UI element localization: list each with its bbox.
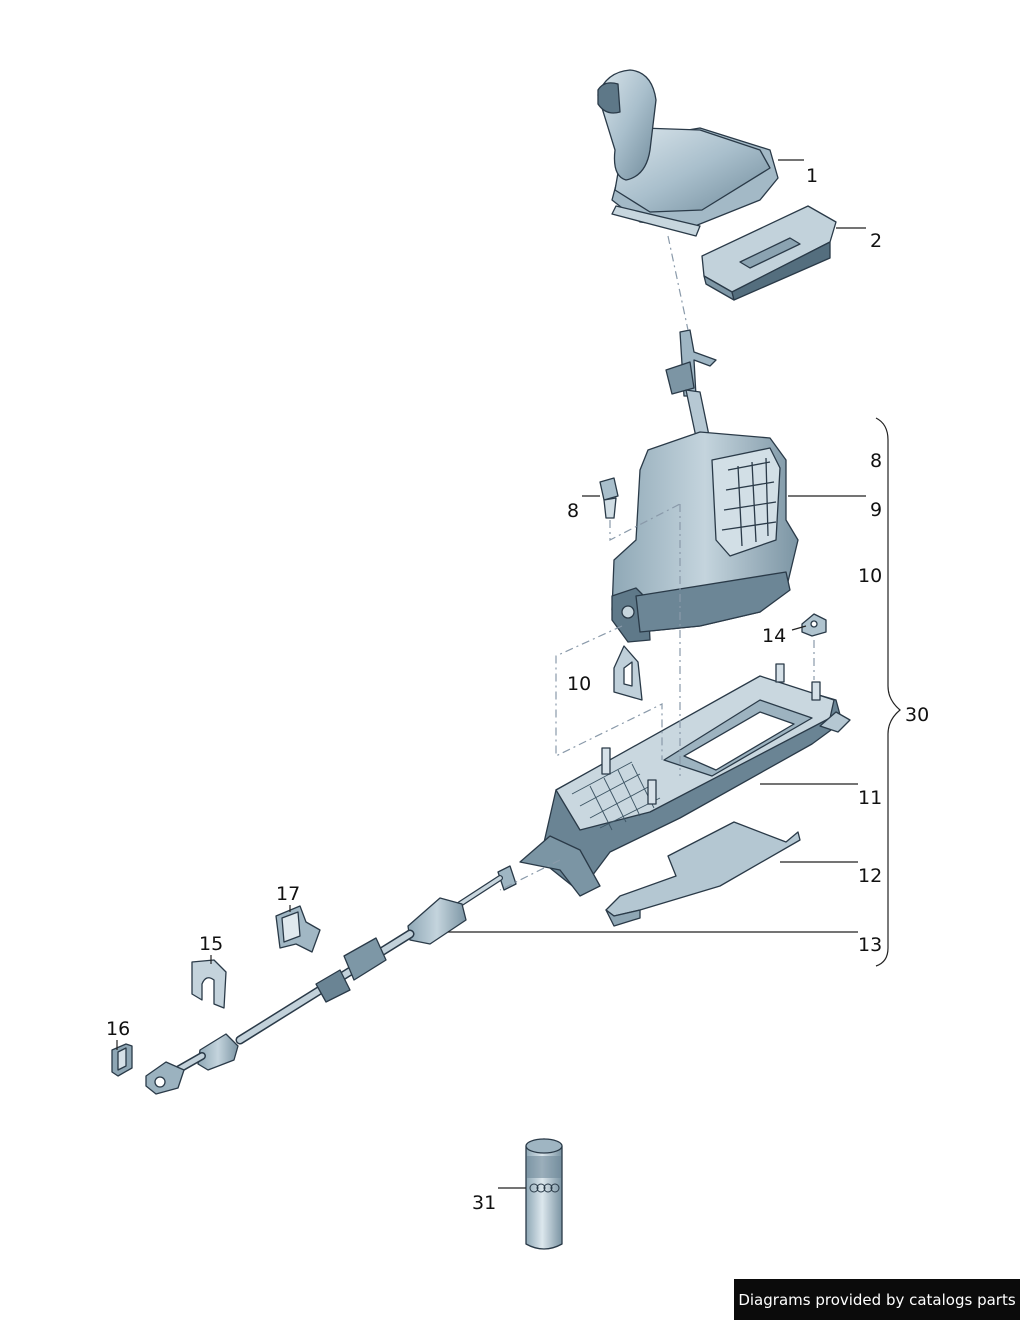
base-housing [519,663,851,897]
callout-17: 17 [276,883,301,905]
credit-banner: Diagrams provided by catalogs parts [734,1279,1020,1320]
callout-13: 13 [858,934,883,956]
callout-15: 15 [199,933,224,955]
clip-15 [191,959,227,1009]
lubricant-can [525,1138,563,1250]
callout-10-right: 10 [858,565,883,587]
bolt-8 [599,477,619,519]
callout-11: 11 [858,787,883,809]
callout-10-left: 10 [567,673,592,695]
callout-14: 14 [762,625,787,647]
clip-17 [275,905,321,953]
clip-10 [613,645,643,701]
selector-mechanism [611,329,799,643]
callout-12: 12 [858,865,883,887]
selector-cable [145,865,517,1095]
callout-9: 9 [870,499,883,521]
insulation-pad [605,821,801,927]
assembly-lines [499,235,815,891]
nut-14 [801,613,827,637]
callout-1: 1 [806,165,819,187]
callout-8-right: 8 [870,450,883,472]
selector-indicator-panel [701,205,837,301]
callout-31: 31 [472,1192,497,1214]
callout-8-left: 8 [567,500,580,522]
callout-16: 16 [106,1018,131,1040]
callout-2: 2 [870,230,883,252]
clip-16 [111,1043,133,1077]
leader-lines [116,159,901,1189]
gear-knob-boot [597,69,779,237]
callout-30: 30 [905,704,930,726]
